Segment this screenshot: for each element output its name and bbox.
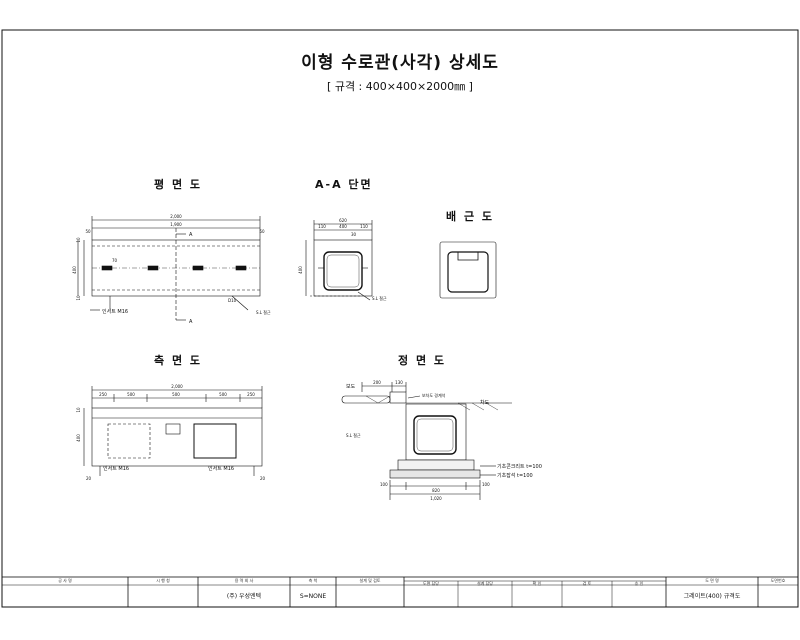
plan-view: [77, 216, 261, 321]
section-dim-d: 30: [351, 232, 357, 237]
plan-slot: [235, 265, 247, 271]
plan-dim-inner: 1,900: [170, 222, 182, 227]
tb-label-project: 공 사 명: [58, 578, 72, 583]
plan-rebar-note: D10: [228, 298, 237, 303]
side-insert-right: 인서트 M16: [208, 465, 234, 472]
plan-dim-small-b: 10: [76, 295, 81, 301]
rebar-cage: [447, 251, 489, 293]
side-dim-end-l: 20: [86, 476, 92, 481]
rebar-view: [439, 241, 497, 299]
plan-dim-total: 2,000: [170, 214, 182, 219]
side-view: [83, 386, 263, 476]
front-base-concrete: [397, 459, 475, 471]
side-dim-small: 10: [76, 407, 81, 413]
section-dim-c: 110: [360, 224, 368, 229]
page-title: 이형 수로관(사각) 상세도: [301, 53, 499, 73]
side-vent: [165, 423, 181, 435]
section-dim-e: 400: [298, 266, 303, 274]
section-view-title: A-A 단면: [315, 178, 373, 191]
plan-view-title: 평 면 도: [154, 178, 203, 191]
front-dim-r: 100: [482, 482, 490, 487]
rebar-view-title: 배 근 도: [446, 210, 495, 223]
section-note: S.L 철근: [372, 295, 387, 301]
front-dim-total: 1,020: [430, 496, 442, 501]
side-dim-total: 2,000: [171, 384, 183, 389]
plan-slot: [147, 265, 159, 271]
front-view: [341, 382, 512, 500]
front-channel: [413, 415, 457, 455]
plan-section-mark-bottom: A: [189, 319, 193, 325]
tb-label-design-review: 설계 및 검토: [359, 578, 381, 583]
tb-label-drawing-staff: 도면 담당: [423, 581, 439, 586]
tb-company-value: (주) 우성엔텍: [226, 593, 262, 600]
section-dim-a: 110: [318, 224, 326, 229]
tb-label-company: 용 역 회 사: [234, 578, 254, 583]
tb-label-approve: 승 인: [634, 581, 644, 586]
front-view-title: 정 면 도: [398, 354, 447, 367]
front-concrete-label: 기초콘크리트 t=100: [497, 463, 542, 470]
front-rebar-note: S.L 철근: [346, 432, 361, 438]
side-dim-height: 400: [76, 434, 81, 442]
front-sidewalk-block: [341, 395, 391, 404]
side-seg: 500: [172, 392, 180, 397]
side-view-title: 측 면 도: [154, 354, 203, 367]
side-seg: 500: [127, 392, 135, 397]
tb-label-design-staff: 설계 담당: [477, 581, 493, 586]
title-block: 공 사 명 시 행 청 용 역 회 사 축 척 설계 및 검토 도면 담당 설계…: [2, 577, 798, 607]
front-curb: [389, 391, 407, 404]
front-dim-a: 200: [373, 380, 381, 385]
section-view: [305, 220, 373, 301]
front-boundary-label: 보차도 경계석: [422, 392, 446, 398]
section-dim-b: 400: [339, 224, 347, 229]
side-seg: 250: [99, 392, 107, 397]
section-dim-top: 620: [339, 218, 347, 223]
front-gravel-label: 기초잡석 t=100: [497, 472, 533, 479]
plan-dim-end-l: 50: [85, 229, 91, 234]
side-insert-left: 인서트 M16: [103, 465, 129, 472]
tb-label-drawing-number: 도면번호: [770, 578, 786, 583]
front-dim-b: 130: [395, 380, 403, 385]
section-inner-channel: [323, 251, 363, 291]
tb-label-review: 검 토: [582, 581, 592, 586]
title-block-grid: [1, 576, 799, 608]
front-base-gravel: [389, 469, 481, 479]
plan-slot: [101, 265, 113, 271]
side-opening-left: [107, 423, 151, 459]
front-dim-l: 100: [380, 482, 388, 487]
tb-scale-value: S=NONE: [299, 593, 327, 600]
tb-label-confirm: 확 인: [532, 581, 542, 586]
plan-note-right: S.L 철근: [256, 309, 271, 315]
spec-label: [ 규격 : 400×400×2000㎜ ]: [327, 80, 473, 93]
plan-insert-note: 인서트 M16: [102, 308, 128, 315]
front-lane-label: 차도: [480, 399, 490, 406]
side-seg: 250: [247, 392, 255, 397]
front-dim-inner: 820: [432, 488, 440, 493]
tb-drawing-name-value: 그레이트(400) 규격도: [683, 593, 741, 600]
side-seg: 500: [219, 392, 227, 397]
plan-section-mark-top: A: [189, 232, 193, 238]
front-road-label: 보도: [346, 384, 356, 390]
side-opening-right: [193, 423, 237, 459]
tb-label-drawing-name: 도 면 명: [705, 578, 719, 583]
tb-label-scale: 축 척: [308, 578, 318, 583]
sheet-border: [1, 29, 799, 608]
plan-dim-small-a: 10: [76, 237, 81, 243]
side-body: [91, 407, 263, 467]
plan-slot-dim: 70: [112, 258, 118, 263]
side-dim-end-r: 20: [260, 476, 266, 481]
plan-dim-end-r: 50: [259, 229, 265, 234]
tb-label-client: 시 행 청: [156, 578, 170, 583]
plan-dim-height: 400: [72, 266, 77, 274]
rebar-outer: [439, 241, 497, 299]
plan-slot: [192, 265, 204, 271]
